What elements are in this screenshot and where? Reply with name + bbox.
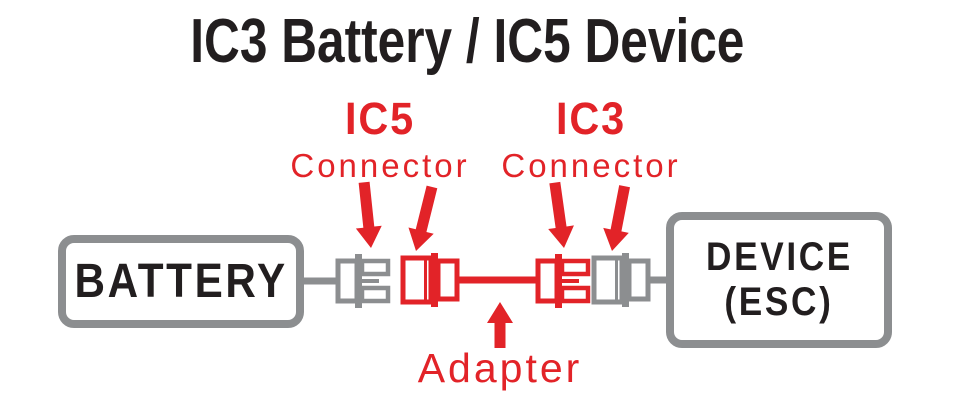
connector-pin [562, 279, 579, 283]
connector-nose [435, 258, 460, 302]
ic5-label-text: IC5 [345, 93, 415, 144]
connector-prong-bottom [359, 285, 391, 304]
connector-prong-top [359, 258, 391, 277]
connector-flange [555, 254, 562, 308]
ic3-label: IC3 [481, 96, 701, 141]
connector-flange [622, 253, 629, 307]
connector-prong-bottom [559, 285, 591, 304]
connector-pin [362, 279, 379, 283]
battery-node-label: BATTERY [74, 255, 288, 308]
arrow-down-icon [408, 185, 438, 251]
ic5-connector-label: IC5 Connector [270, 96, 490, 182]
device-female-connector [591, 253, 651, 307]
ic3-sublabel: Connector [501, 147, 681, 184]
arrow-down-icon [355, 181, 382, 248]
connector-body [335, 258, 360, 304]
device-node-label-line1: DEVICE [705, 235, 853, 279]
arrow-down-icon [603, 185, 630, 251]
connector-prong-top [559, 258, 591, 277]
page-title: IC3 Battery / IC5 Device [0, 6, 935, 77]
battery-node: BATTERY [58, 235, 304, 328]
battery-male-connector [335, 254, 391, 308]
arrow-up-icon [487, 302, 513, 348]
device-node: DEVICE (ESC) [666, 212, 892, 348]
ic5-label: IC5 [270, 96, 490, 141]
ic5-sublabel: Connector [290, 147, 470, 184]
device-node-label-line2: (ESC) [724, 280, 834, 324]
page-title-text: IC3 Battery / IC5 Device [190, 7, 745, 76]
connector-nose [626, 258, 651, 302]
connector-flange [431, 253, 438, 307]
ic3-label-text: IC3 [556, 93, 626, 144]
connector-body [535, 258, 560, 304]
ic3-connector-label: IC3 Connector [481, 96, 701, 182]
arrow-down-icon [548, 181, 574, 248]
ic5-female-connector [400, 253, 460, 307]
ic3-male-connector [535, 254, 591, 308]
adapter-label: Adapter [417, 345, 583, 391]
connector-flange [355, 254, 362, 308]
